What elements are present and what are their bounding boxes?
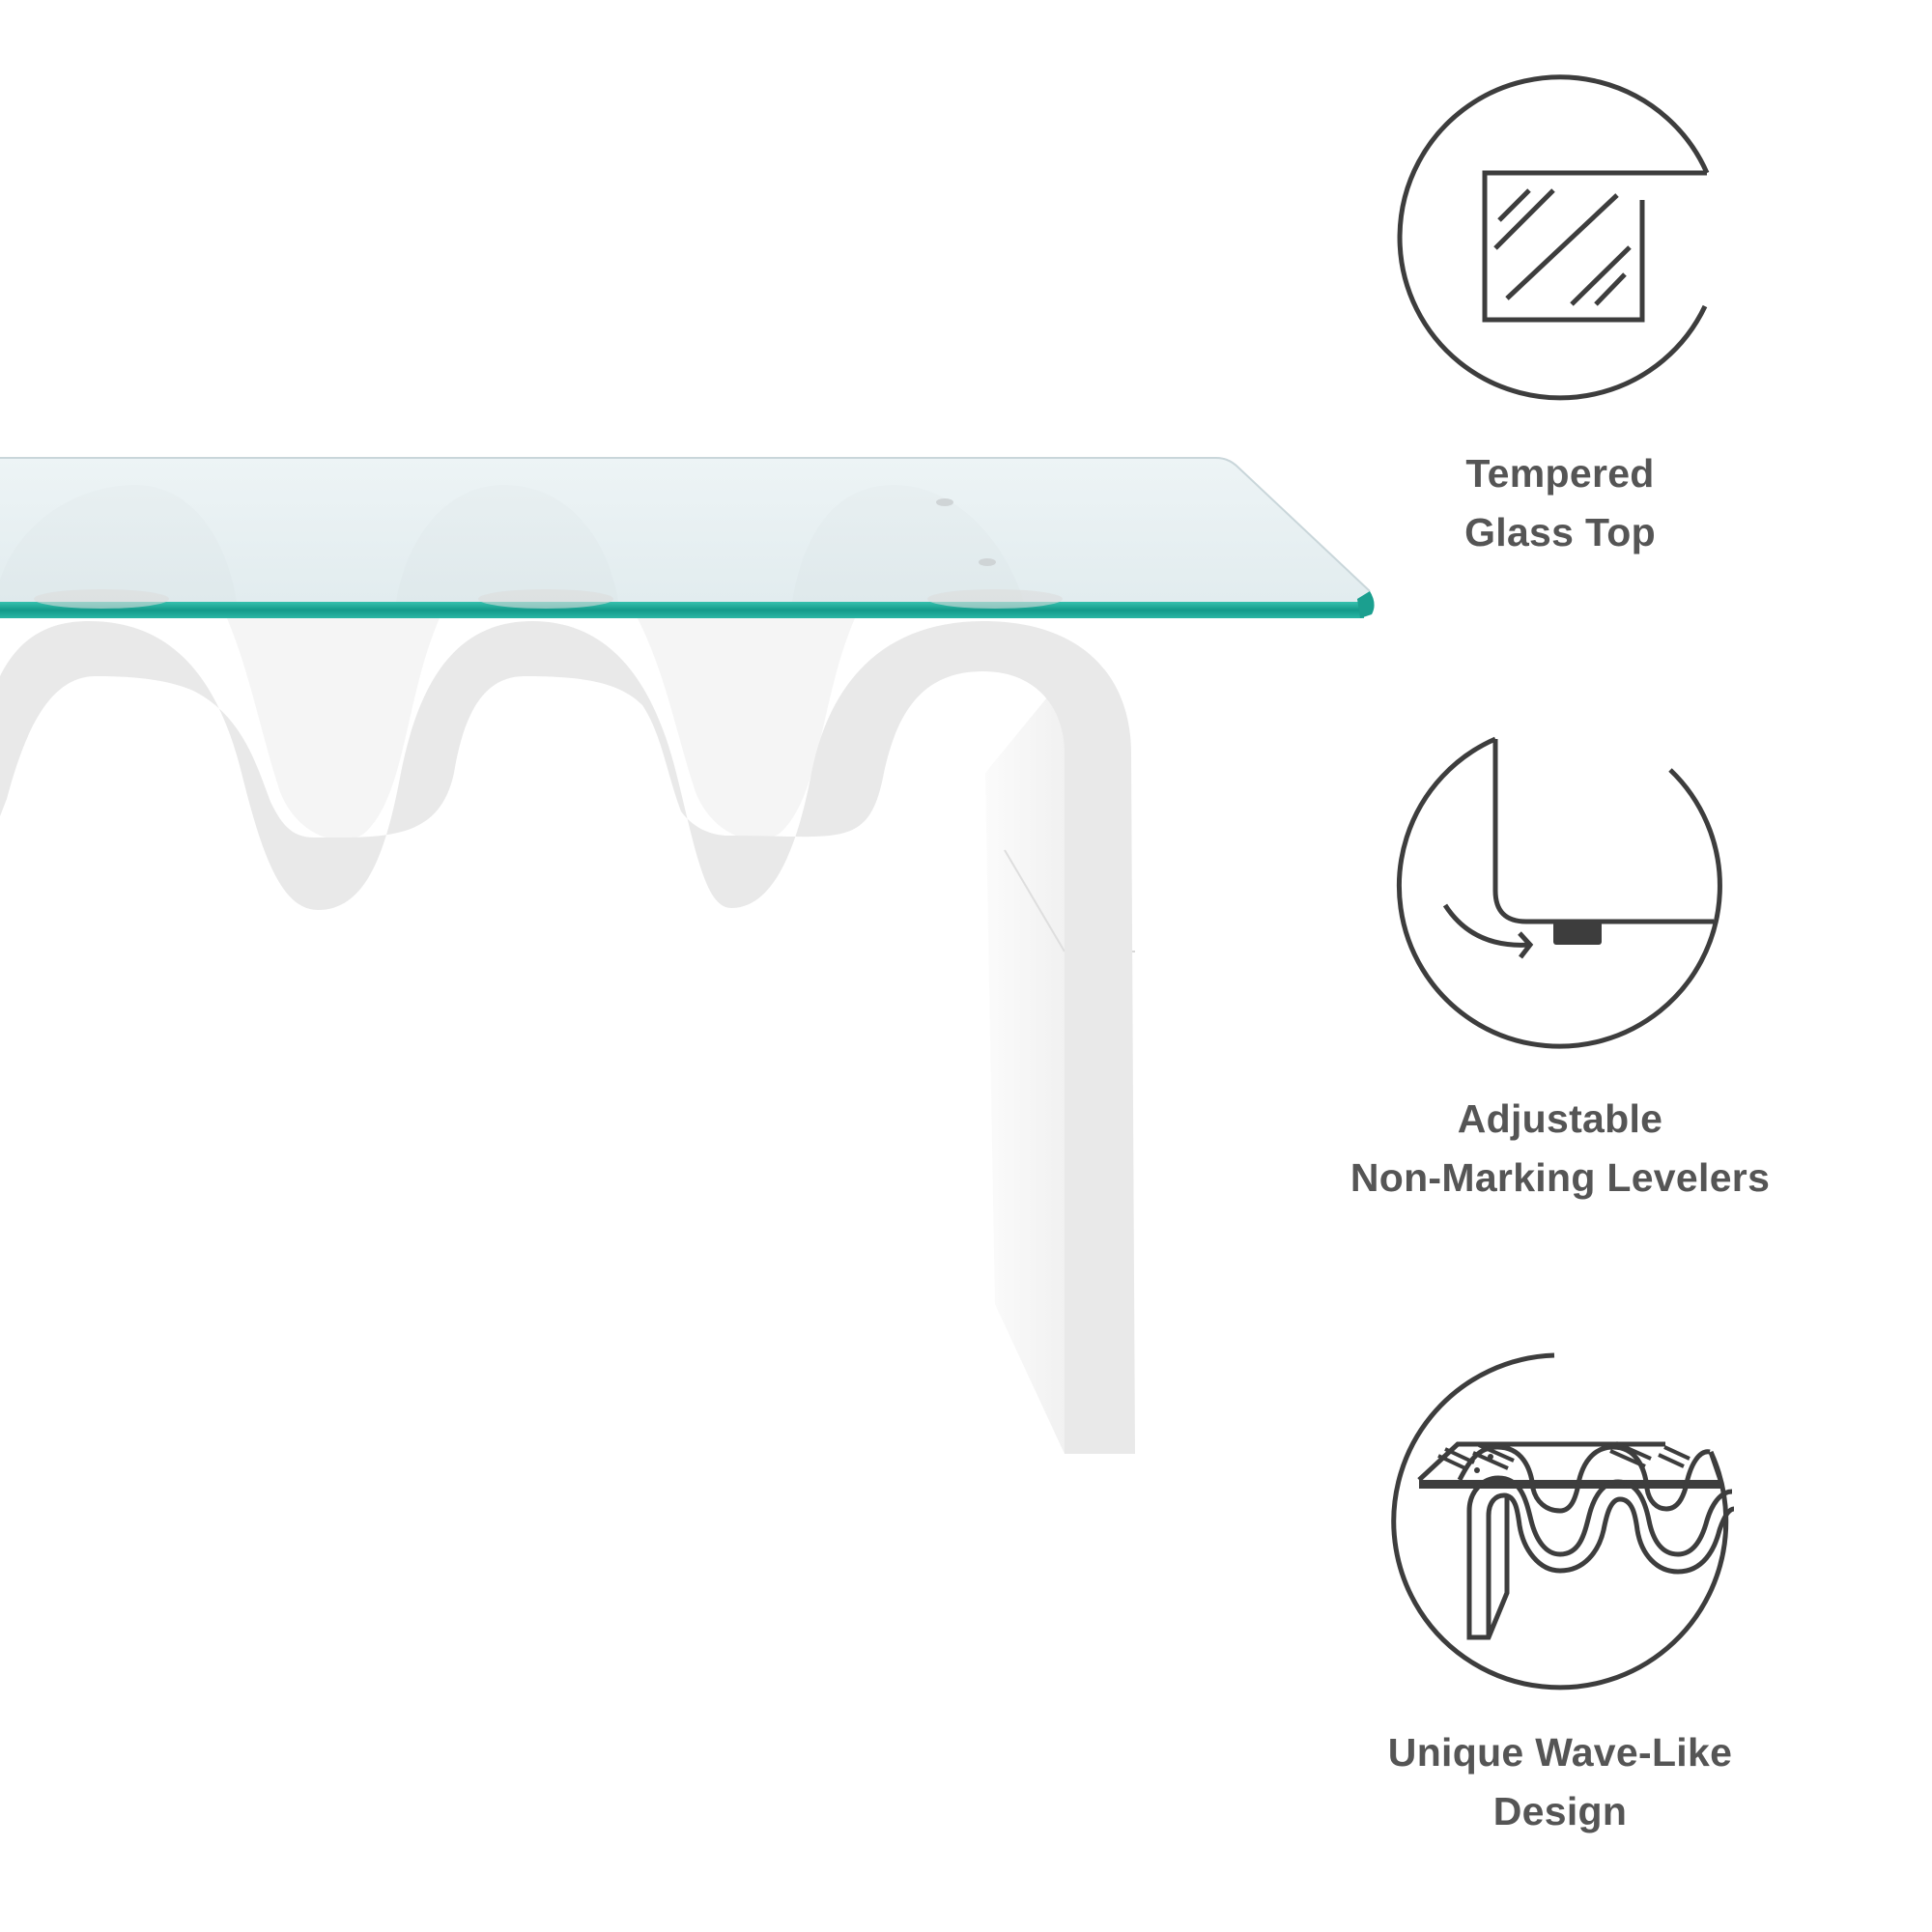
feature-label: Adjustable Non-Marking Levelers (1333, 1090, 1787, 1208)
feature-label-line-1: Adjustable (1457, 1096, 1663, 1141)
tempered-glass-top (0, 457, 1375, 618)
feature-label-line-1: Unique Wave-Like (1387, 1730, 1733, 1775)
feature-label-line-1: Tempered (1465, 451, 1655, 496)
feature-label-line-2: Non-Marking Levelers (1350, 1155, 1771, 1200)
feature-label-line-2: Glass Top (1464, 510, 1656, 554)
feature-label: Tempered Glass Top (1333, 444, 1787, 562)
tempered-glass-icon (1397, 74, 1710, 401)
feature-adjustable-levelers: Adjustable Non-Marking Levelers (1333, 724, 1787, 1208)
feature-wave-like-design: Unique Wave-Like Design (1333, 1350, 1787, 1841)
wave-base-front-face (0, 621, 1135, 1454)
feature-label: Unique Wave-Like Design (1333, 1723, 1787, 1841)
feature-tempered-glass-top: Tempered Glass Top (1333, 70, 1787, 562)
wave-base-side-face (227, 618, 1135, 1454)
feature-label-line-2: Design (1492, 1789, 1628, 1833)
wave-table-icon (1391, 1352, 1735, 1690)
adjustable-leveler-icon (1396, 736, 1722, 1049)
